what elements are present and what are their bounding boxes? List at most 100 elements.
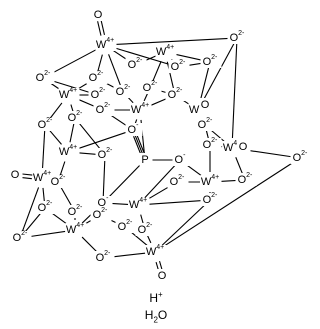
single-bond xyxy=(102,160,106,198)
oxide-ion: O2- xyxy=(51,174,66,188)
tungsten-ion: W4+ xyxy=(33,170,51,184)
oxide-ion: O2- xyxy=(13,230,28,244)
label-background xyxy=(237,140,251,153)
oxide-ion: O2- xyxy=(91,87,106,101)
oxide-ion: O2- xyxy=(168,87,183,101)
label-background xyxy=(227,31,249,44)
label-background xyxy=(125,58,147,71)
terminal-oxygen: O xyxy=(158,270,167,282)
label-background xyxy=(235,173,257,186)
label-background xyxy=(200,175,222,188)
single-bond xyxy=(114,37,232,46)
hydrogen-symbol: H xyxy=(149,291,158,305)
oxide-ion: O2- xyxy=(38,200,53,214)
label-background xyxy=(200,193,222,206)
water-subscript: 2 xyxy=(153,315,158,325)
single-bond xyxy=(59,161,66,177)
tungsten-ion: W4+ xyxy=(59,87,77,101)
single-bond xyxy=(147,199,205,205)
label-background xyxy=(165,88,187,101)
single-bond xyxy=(69,123,75,143)
terminal-oxygen: O xyxy=(239,141,248,153)
label-background xyxy=(90,208,112,221)
double-bond-line xyxy=(21,173,33,176)
single-bond xyxy=(97,54,103,73)
oxide-ion: O2- xyxy=(118,219,133,233)
label-background xyxy=(65,223,87,236)
label-background xyxy=(156,269,170,282)
label-background xyxy=(93,251,115,264)
single-bond xyxy=(42,187,45,203)
tungsten-ion: W4+ xyxy=(66,222,84,236)
tungsten-ion: W4+ xyxy=(131,102,149,116)
label-background xyxy=(128,198,150,211)
tungsten-ion: W4+ xyxy=(156,44,174,58)
double-bond-line xyxy=(100,20,106,35)
single-bond xyxy=(23,212,42,234)
single-bond xyxy=(70,104,74,113)
hydrogen-charge: + xyxy=(158,290,163,299)
double-bond-line xyxy=(159,260,163,270)
oxide-ion: O2- xyxy=(38,117,53,131)
oxo-anion: O- xyxy=(98,195,110,209)
label-background xyxy=(290,151,312,164)
single-bond xyxy=(106,163,142,200)
tungsten-ion: W4+ xyxy=(59,144,77,158)
oxide-ion: O2- xyxy=(68,204,83,218)
oxide-ion: O2- xyxy=(238,172,253,186)
structure-diagram: W4+W4+W4+W4+W4+W4+W4+W4+W4+W4+W4+W4+POOO… xyxy=(0,8,312,325)
single-bond xyxy=(235,157,244,175)
water-hydrogen: H xyxy=(144,308,154,322)
hydrogen-ion-label: H+ xyxy=(0,290,312,305)
single-bond xyxy=(144,164,177,199)
water-oxygen: O xyxy=(157,308,168,322)
terminal-oxygen: O xyxy=(11,169,20,181)
oxide-ion: O2- xyxy=(89,70,104,84)
single-bond xyxy=(134,135,144,155)
oxide-ion: O2- xyxy=(203,137,218,151)
single-bond xyxy=(114,47,173,66)
tungsten-ion: W4+ xyxy=(96,37,114,51)
single-bond xyxy=(161,203,207,246)
single-bond xyxy=(174,53,205,62)
single-bond xyxy=(199,67,210,101)
label-background xyxy=(115,220,137,233)
single-bond xyxy=(231,43,238,139)
oxo-anion: O- xyxy=(128,122,140,136)
oxide-ion: O2- xyxy=(230,30,245,44)
oxide-ion: O2- xyxy=(98,147,113,161)
single-bond xyxy=(81,236,100,255)
single-bond xyxy=(78,122,102,151)
single-bond xyxy=(140,214,144,225)
oxide-ion: O2- xyxy=(128,57,143,71)
oxo-anion: O- xyxy=(175,152,187,166)
label-background xyxy=(113,85,135,98)
oxide-ion: O2- xyxy=(198,117,213,131)
single-bond xyxy=(42,130,46,169)
label-background xyxy=(35,118,57,131)
label-background xyxy=(92,8,106,21)
phosphorus-atom: P xyxy=(141,154,148,166)
single-bond xyxy=(48,129,62,145)
atom-layer: W4+W4+W4+W4+W4+W4+W4+W4+W4+W4+W4+W4+POOO… xyxy=(9,8,312,282)
single-bond xyxy=(48,102,63,121)
label-background xyxy=(10,231,32,244)
single-bond xyxy=(166,61,175,90)
label-background xyxy=(9,168,23,181)
terminal-oxygen: O xyxy=(201,99,210,111)
oxide-ion: O2- xyxy=(96,250,111,264)
single-bond xyxy=(202,43,235,102)
label-background xyxy=(172,153,190,166)
oxide-ion: O2- xyxy=(293,150,308,164)
single-bond xyxy=(151,61,162,83)
label-background xyxy=(155,45,177,58)
molecule-svg: W4+W4+W4+W4+W4+W4+W4+W4+W4+W4+W4+W4+POOO… xyxy=(9,8,312,282)
tungsten-ion: W4+ xyxy=(223,140,241,154)
label-background xyxy=(140,81,162,94)
single-bond xyxy=(77,131,128,150)
oxide-ion: O2- xyxy=(68,110,83,124)
double-bond-line xyxy=(133,136,142,156)
single-bond xyxy=(108,252,146,258)
label-background xyxy=(48,175,70,188)
label-background xyxy=(200,138,222,151)
